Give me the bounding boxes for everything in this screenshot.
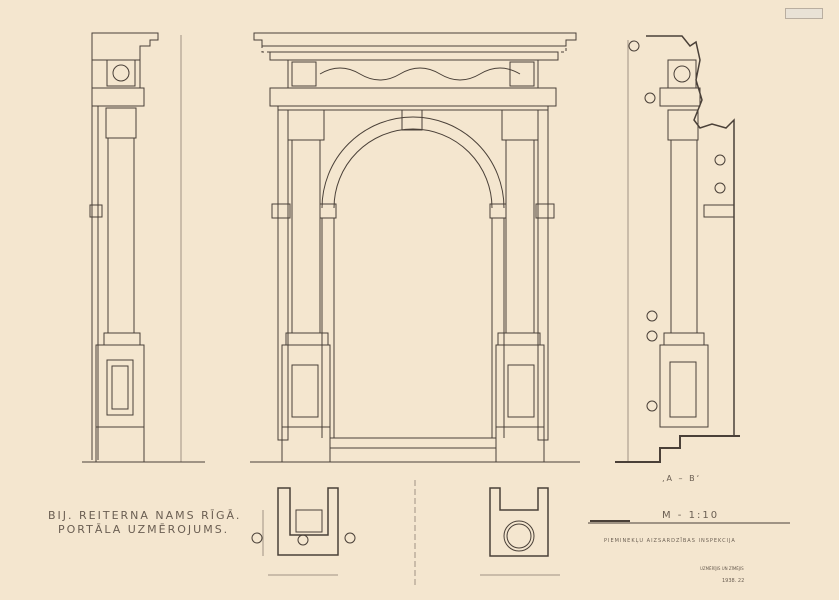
plan-section-left — [251, 480, 416, 585]
portal-front-elevation — [250, 32, 580, 463]
archive-stamp — [785, 8, 823, 19]
left-capital — [287, 109, 325, 141]
drawing-subtitle: PORTĀLA UZMĒROJUMS. — [58, 523, 230, 536]
office-label: PIEMINEKĻU AIZSARDZĪBAS INSPEKCIJA — [604, 538, 736, 544]
plan-section-right — [480, 487, 560, 576]
drawing-title: BIJ. REITERNA NAMS RĪGĀ. — [48, 509, 242, 522]
rosette-icon — [112, 64, 130, 82]
drawing-date: 1938. 22 — [722, 578, 745, 584]
author-note: UZMĒRĪJIS UN ZĪMĒJIS — [700, 566, 744, 571]
capital — [105, 107, 137, 139]
section-a-b — [615, 35, 740, 463]
side-column-elevation — [82, 32, 205, 463]
frieze-ornament — [319, 67, 521, 81]
scale-bar — [588, 520, 790, 524]
keystone — [401, 109, 423, 131]
right-capital — [501, 109, 539, 141]
section-label: ‚A – B‘ — [662, 474, 702, 483]
scale-label: M - 1:10 — [662, 510, 720, 521]
